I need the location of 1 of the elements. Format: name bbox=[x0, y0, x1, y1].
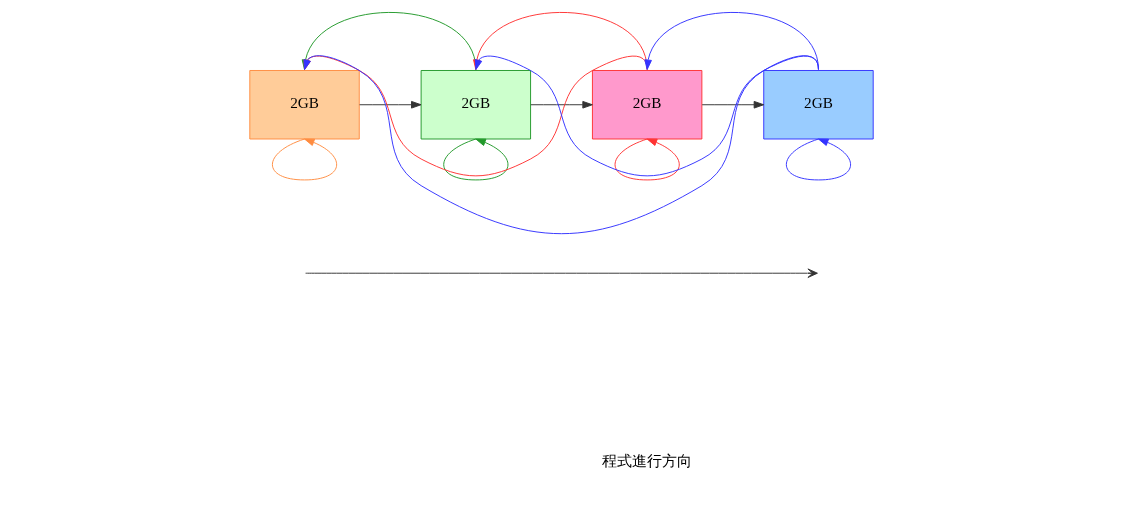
label: 程式進行方向 bbox=[601, 452, 692, 471]
